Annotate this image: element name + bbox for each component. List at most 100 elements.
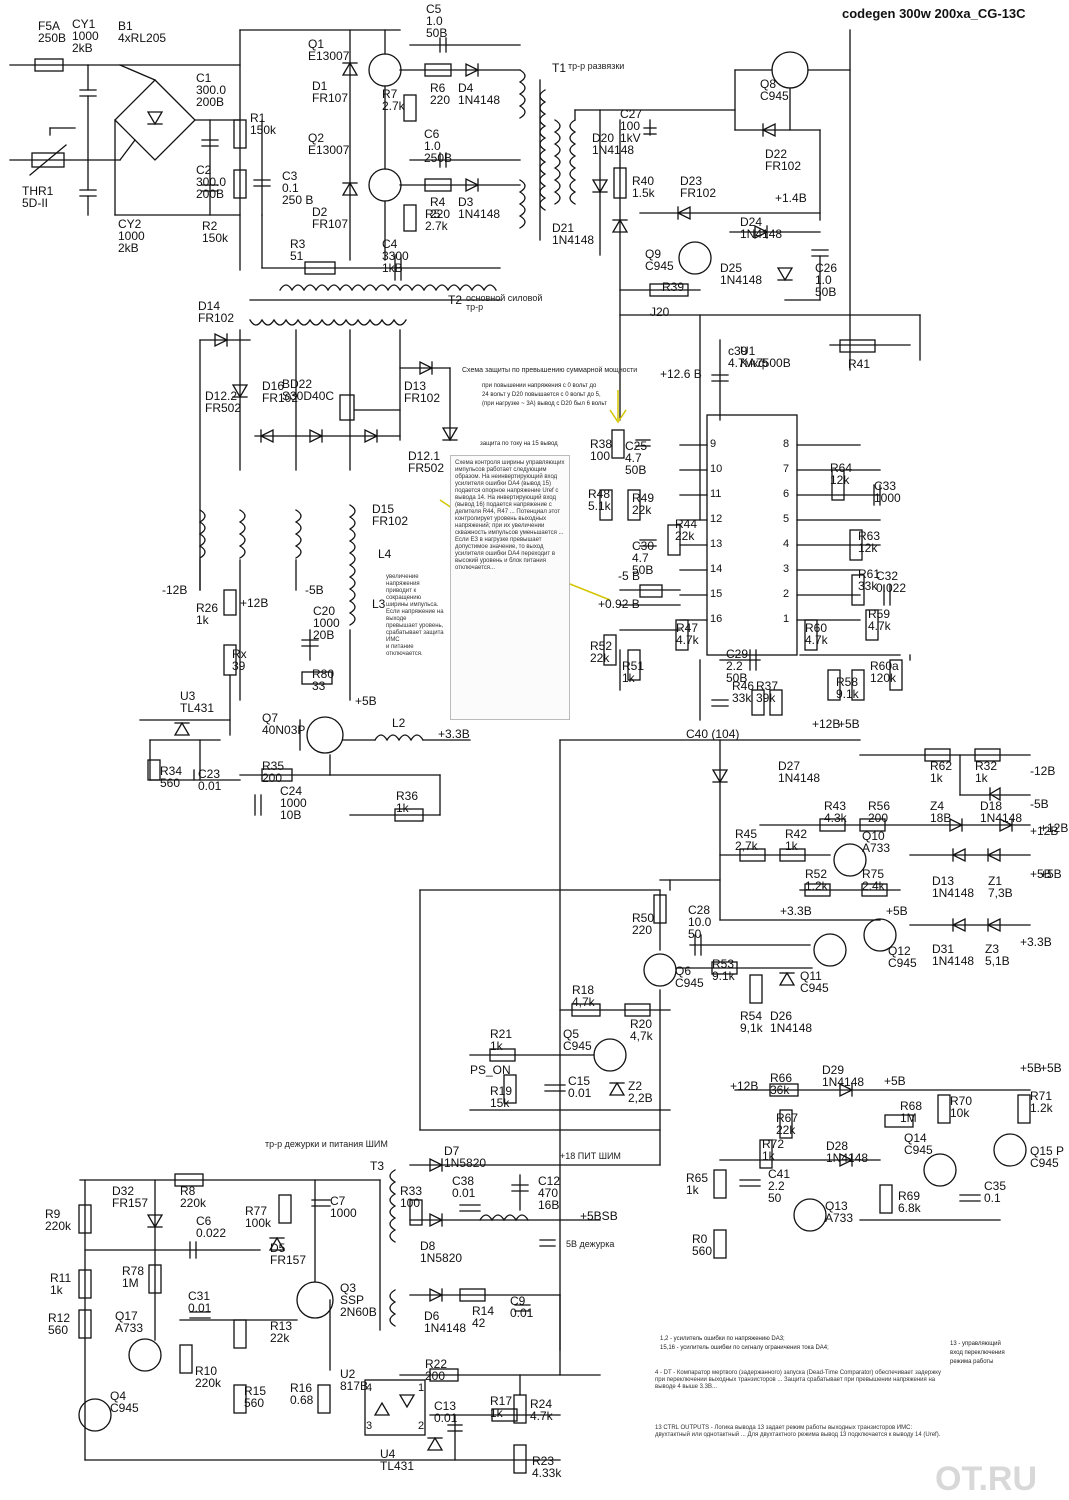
component-label-r42: R42 1k (785, 827, 808, 853)
ps-on-label: PS_ON (470, 1063, 511, 1077)
component-label-d13b: D13 1N4148 (932, 874, 975, 900)
component-label-c35: C35 0.1 (984, 1179, 1007, 1205)
opto-pin-3: 3 (366, 1420, 373, 1432)
component-label-c40: C40 (104) (686, 727, 740, 741)
component-label-r60a: R60a 120k (870, 659, 899, 685)
component-label-d7: D7 1N5820 (444, 1144, 487, 1170)
component-label-v_p5g: +5B (1040, 867, 1062, 881)
component-label-c15: C15 0.01 (568, 1074, 592, 1100)
component-label-c1: C1 300.0 200B (196, 71, 227, 109)
ic-pin-2: 2 (783, 588, 790, 600)
component-label-plus14: +1.4B (775, 191, 807, 205)
component-label-v_p5d: +5B (1020, 1061, 1042, 1075)
component-label-d27: D27 1N4148 (778, 759, 821, 785)
main-note-box: Схема контроля ширины управляющих импуль… (450, 455, 570, 720)
ic-pin-9: 9 (710, 438, 717, 450)
component-label-d32: D32 FR157 (112, 1184, 149, 1210)
component-label-q13: Q13 A733 (825, 1199, 854, 1225)
component-label-r60: R60 4.7k (805, 621, 828, 647)
component-label-r13: R13 22k (270, 1319, 293, 1345)
watermark: OT.RU (935, 1460, 1037, 1498)
component-label-d28: D28 1N4148 (826, 1139, 869, 1165)
component-label-c25: C25 4.7 50B (625, 439, 648, 477)
component-label-r80: R80 33 (312, 667, 335, 693)
component-label-r53: R53 9.1k (712, 957, 735, 983)
component-label-r59: R59 4.7k (868, 607, 891, 633)
component-label-r65: R65 1k (686, 1171, 709, 1197)
component-label-r33: R33 100 (400, 1184, 423, 1210)
component-label-v_p12b: +12B (812, 717, 841, 731)
component-label-d5: D5 FR157 (270, 1241, 307, 1267)
component-label-l2: L2 (392, 716, 406, 730)
component-label-c32: C32 0.022 (876, 569, 907, 595)
component-label-z3: Z3 5,1B (985, 942, 1010, 968)
component-label-r48: R48 5.1k (588, 487, 611, 513)
component-label-r77: R77 100k (245, 1204, 272, 1230)
component-label-r49: R49 22k (632, 491, 655, 517)
component-label-r72: R72 1k (762, 1137, 785, 1163)
component-label-d13: D13 FR102 (404, 379, 441, 405)
component-label-v_m5b: -5 B (618, 569, 641, 583)
component-label-cy1: CY1 1000 2kB (72, 17, 99, 55)
component-label-u2: U2 817B (340, 1367, 369, 1393)
component-label-bd22: BD22 S30D40C (282, 377, 335, 403)
diagram-title: codegen 300w 200xa_CG-13C (842, 6, 1026, 21)
component-label-v_p5b: +5B (838, 717, 860, 731)
component-label-q6: Q6 C945 (675, 964, 704, 990)
opto-pin-4: 4 (366, 1382, 373, 1394)
ic-pin-15: 15 (710, 588, 723, 600)
ic-pin-12: 12 (710, 513, 723, 525)
ic-pin-6: 6 (783, 488, 790, 500)
component-label-d121: D12.1 FR502 (408, 449, 445, 475)
component-label-c31: C31 0.01 (188, 1289, 212, 1315)
component-label-c27: C27 100 1kV (620, 107, 643, 145)
component-label-q1: Q1 E13007 (308, 37, 350, 63)
component-label-v_p12d: +12B (730, 1079, 759, 1093)
component-label-d4: D4 1N4148 (458, 81, 501, 107)
component-label-q10: Q10 A733 (862, 829, 891, 855)
component-label-q9: Q9 C945 (645, 247, 674, 273)
component-label-r63: R63 12k (858, 529, 881, 555)
component-label-v_p33: +3.3B (438, 727, 470, 741)
component-label-r66: R66 36k (770, 1071, 793, 1097)
component-label-r51: R51 1k (622, 659, 645, 685)
dezhurka-label: 5В дежурка (566, 1239, 615, 1249)
component-label-u1: U1 KA7500B (740, 344, 791, 370)
component-label-c41: C41 2.2 50 (768, 1167, 791, 1205)
component-label-c2: C2 300.0 200B (196, 163, 227, 201)
component-label-v_p5f: +5B (1030, 867, 1052, 881)
component-label-f5a: F5A 250B (38, 19, 67, 45)
component-label-d122: D12.2 FR502 (205, 389, 242, 415)
component-label-r24: R24 4.7k (530, 1397, 553, 1423)
t2-label: T2 (448, 293, 463, 307)
component-label-cy2: CY2 1000 2kB (118, 217, 145, 255)
component-label-r14: R14 42 (472, 1304, 495, 1330)
component-label-r4: R4 220 (430, 195, 451, 221)
component-label-v_p12c: +12B (1030, 824, 1059, 838)
component-label-r34: R34 560 (160, 764, 183, 790)
component-label-q5: Q5 C945 (563, 1027, 592, 1053)
component-label-v_p33b: +3.3B (780, 904, 812, 918)
component-label-r7: R7 2.7k (382, 87, 405, 113)
ic-pin-8: 8 (783, 438, 790, 450)
component-label-r61: R61 33k (858, 567, 881, 593)
component-label-r23: R23 4.33k (532, 1454, 562, 1480)
component-label-r64: R64 12k (830, 461, 853, 487)
component-label-d6: D6 1N4148 (424, 1309, 467, 1335)
component-label-r0: R0 560 (692, 1232, 713, 1258)
component-label-c38: C38 0.01 (452, 1174, 476, 1200)
component-label-r16: R16 0.68 (290, 1381, 314, 1407)
ic-pin-1: 1 (783, 613, 790, 625)
component-label-q4: Q4 C945 (110, 1389, 139, 1415)
component-label-j20: J20 (650, 305, 670, 319)
component-label-r46: R46 33k (732, 679, 755, 705)
ic-pin-16: 16 (710, 613, 723, 625)
bottom-note-2: 4 - DT - Компаратор мертвого (задержанно… (655, 1370, 941, 1390)
left-note-box: увеличение напряжения приводит к сокраще… (382, 570, 450, 683)
component-label-r5: R5 2.7k (425, 207, 448, 233)
opto-pin-2: 2 (418, 1420, 425, 1432)
component-label-v_p5e: +5B (886, 904, 908, 918)
component-label-c20: C20 1000 20B (313, 604, 340, 642)
component-label-c5: C5 1.0 50B (426, 2, 448, 40)
component-label-r36: R36 1k (396, 789, 419, 815)
